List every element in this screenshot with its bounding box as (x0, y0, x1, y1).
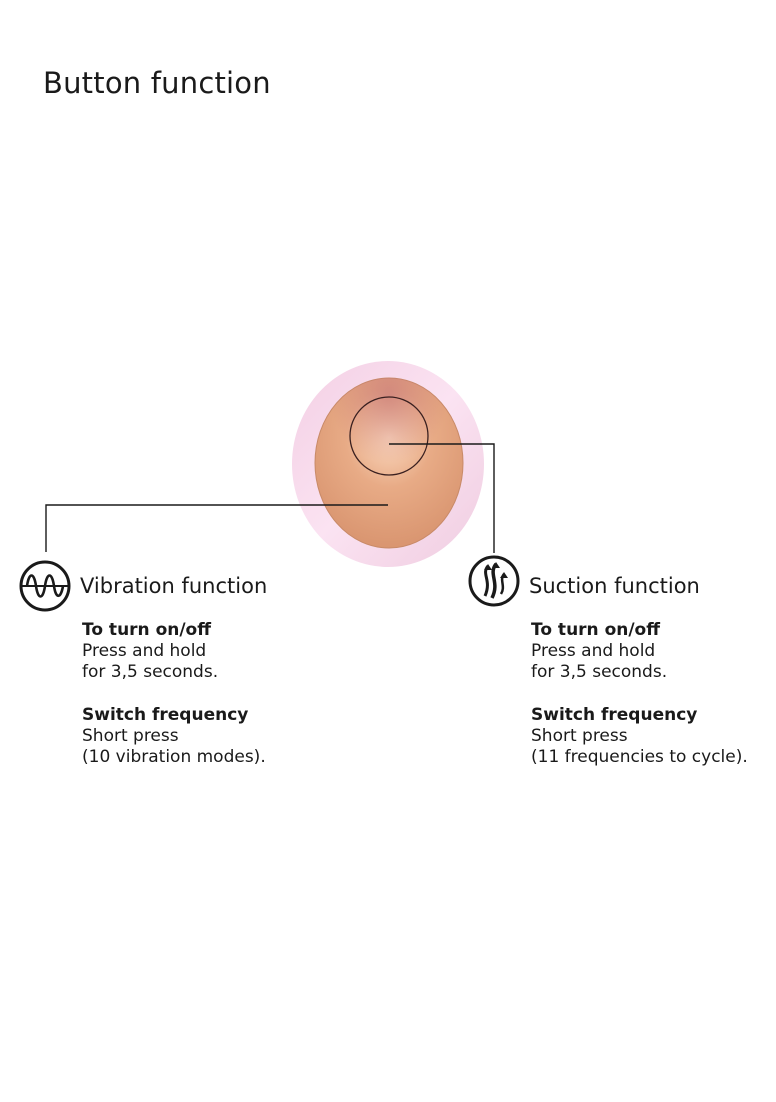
suction-instructions: To turn on/off Press and hold for 3,5 se… (531, 620, 748, 768)
suction-button[interactable] (349, 396, 429, 476)
vibration-instructions: To turn on/off Press and hold for 3,5 se… (82, 620, 266, 768)
sine-wave-icon (19, 560, 71, 612)
suction-function-heading: Suction function (529, 574, 700, 598)
vibration-on-off-line1: Press and hold (82, 641, 207, 661)
suction-freq-line1: Short press (531, 726, 628, 746)
suction-on-off-line1: Press and hold (531, 641, 656, 661)
page-title: Button function (43, 66, 271, 100)
vibration-on-off-line2: for 3,5 seconds. (82, 662, 219, 682)
suction-on-off-heading: To turn on/off (531, 620, 661, 640)
suction-arrows-icon (468, 555, 520, 607)
suction-freq-line2: (11 frequencies to cycle). (531, 747, 748, 767)
vibration-freq-heading: Switch frequency (82, 705, 249, 725)
suction-on-off-line2: for 3,5 seconds. (531, 662, 668, 682)
face-shading (315, 378, 463, 548)
vibration-function-heading: Vibration function (80, 574, 268, 598)
vibration-callout-line (45, 504, 388, 552)
suction-freq-heading: Switch frequency (531, 705, 698, 725)
vibration-on-off-heading: To turn on/off (82, 620, 212, 640)
vibration-freq-line1: Short press (82, 726, 179, 746)
suction-callout-line (389, 443, 495, 553)
vibration-freq-line2: (10 vibration modes). (82, 747, 266, 767)
